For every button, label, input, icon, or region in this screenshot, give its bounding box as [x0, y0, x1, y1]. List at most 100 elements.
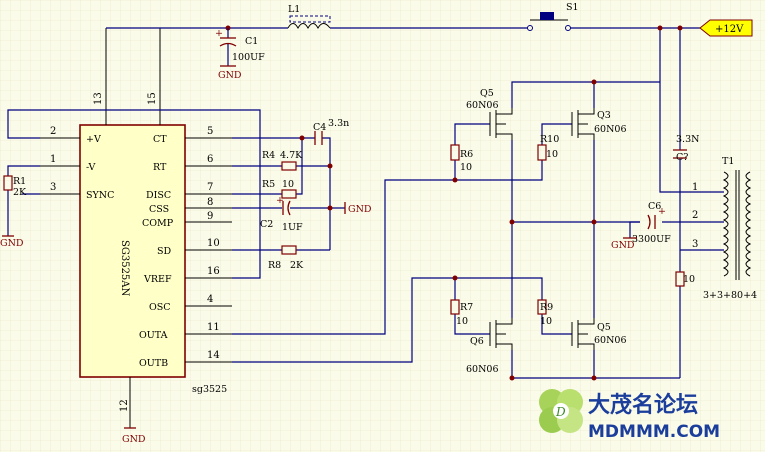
- ic-left-pins: 2 1 3 +V -V SYNC: [40, 126, 114, 201]
- ic-ref-label: sg3525: [192, 384, 227, 395]
- ic-gnd-label: GND: [122, 434, 146, 445]
- c1-plus: +: [215, 28, 223, 39]
- r5-label: R5: [262, 179, 275, 190]
- r10-label: R10: [540, 134, 559, 145]
- r5-value: 10: [282, 179, 294, 190]
- r1-gnd: GND: [0, 238, 24, 249]
- ic-bottom-pin: 12: [119, 377, 131, 428]
- r1-label: R1: [13, 176, 26, 187]
- pin-num-15: 15: [147, 92, 158, 105]
- ic-top-pins: 13 15: [93, 28, 161, 125]
- r4-value: 4.7K: [280, 150, 303, 161]
- s1-label: S1: [566, 2, 579, 13]
- c1-gnd: GND: [218, 70, 242, 81]
- r1-value: 2K: [13, 187, 27, 198]
- pin-name-vref: VREF: [143, 274, 172, 285]
- logo-letter: D: [555, 405, 566, 419]
- resistor-snubber[interactable]: 10: [675, 271, 695, 287]
- resistor-r6[interactable]: R6 10: [450, 144, 473, 173]
- c6-value: 3300UF: [632, 234, 671, 245]
- pin-num-16: 16: [207, 266, 220, 277]
- r7-value: 10: [456, 316, 468, 327]
- q5-label: Q5: [480, 88, 494, 99]
- capacitor-c2[interactable]: + C2 1UF: [260, 195, 303, 233]
- capacitor-c6[interactable]: C6 3300UF + GND: [611, 201, 671, 251]
- resistor-r5[interactable]: R5 10: [262, 179, 297, 199]
- pin-num-12: 12: [119, 399, 130, 412]
- c6-plus: +: [658, 206, 666, 217]
- resistor-r1[interactable]: R1 2K GND: [0, 175, 27, 249]
- r8-value: 2K: [290, 260, 304, 271]
- q5-value: 60N06: [466, 100, 499, 111]
- r10-value: 10: [546, 149, 558, 160]
- pin-num-13: 13: [93, 92, 104, 105]
- pin-name-ct: CT: [153, 134, 167, 145]
- csnub-value: 3.3N: [676, 134, 699, 145]
- c4-value: 3.3n: [328, 118, 349, 129]
- q5b-value: 60N06: [594, 335, 627, 346]
- pin-name-sd: SD: [157, 246, 172, 257]
- power-label: +12V: [715, 24, 744, 35]
- resistor-r9[interactable]: R9 10: [537, 299, 553, 327]
- pin-name--v: -V: [86, 162, 96, 173]
- wires: [7, 27, 724, 379]
- mosfet-q5-low[interactable]: Q5 60N06: [571, 318, 627, 350]
- pin-num-3: 3: [50, 182, 56, 193]
- power-port-12v[interactable]: +12V: [699, 19, 753, 37]
- junction-dots: [225, 25, 683, 381]
- pin-num-5: 5: [207, 126, 213, 137]
- c6-gnd: GND: [611, 240, 635, 251]
- watermark-url: MDMMM.COM: [588, 422, 720, 442]
- pin-name-css: CSS: [149, 204, 169, 215]
- r9-label: R9: [540, 302, 553, 313]
- gnd-label-c2: GND: [348, 204, 372, 215]
- pin-num-14: 14: [207, 350, 220, 361]
- csnub-label: C?: [676, 152, 688, 163]
- pin-num-11: 11: [207, 322, 220, 333]
- mosfet-q6[interactable]: Q6 60N06: [466, 318, 513, 375]
- ic-body: [79, 124, 186, 378]
- c4-label: C4: [313, 122, 326, 133]
- t1-pin-2: 2: [692, 210, 698, 221]
- inductor-l1[interactable]: L1: [287, 4, 331, 30]
- mosfet-q3[interactable]: Q3 60N06: [571, 108, 627, 140]
- c2-plus: +: [276, 195, 284, 206]
- r6-value: 10: [460, 162, 472, 173]
- q3-value: 60N06: [594, 124, 627, 135]
- q6-label: Q6: [470, 336, 484, 347]
- watermark-title: 大茂名论坛: [588, 392, 698, 418]
- capacitor-c-snubber[interactable]: 3.3N C?: [673, 134, 699, 163]
- r6-label: R6: [460, 149, 473, 160]
- pin-num-9: 9: [207, 211, 213, 222]
- gnd-symbol-c2: GND: [344, 202, 372, 215]
- switch-s1[interactable]: S1: [527, 2, 579, 31]
- t1-pin-1: 1: [692, 182, 698, 193]
- resistor-r8[interactable]: R8 2K: [268, 245, 304, 271]
- resistor-r7[interactable]: R7 10: [450, 299, 473, 327]
- pin-name-comp: COMP: [142, 218, 174, 229]
- clover-logo: D: [539, 389, 583, 433]
- pin-name-+v: +V: [86, 134, 101, 145]
- gnd-symbol-ic: GND: [122, 427, 146, 445]
- mosfet-q5-high[interactable]: Q5 60N06: [466, 88, 513, 140]
- capacitor-c4[interactable]: C4 3.3n: [313, 118, 349, 145]
- transformer-t1[interactable]: T1 1 2 3 3+3+80+4: [692, 156, 757, 301]
- pin-num-8: 8: [207, 197, 213, 208]
- capacitor-c1[interactable]: + C1 100UF GND: [215, 28, 265, 81]
- ic-part-label: SG3525AN: [119, 240, 130, 297]
- resistor-r10[interactable]: R10 10: [537, 134, 559, 161]
- rsnub-value: 10: [683, 274, 695, 285]
- t1-pin-3: 3: [692, 239, 698, 250]
- resistor-r4[interactable]: R4 4.7K: [262, 150, 303, 171]
- pin-num-10: 10: [207, 238, 220, 249]
- r4-label: R4: [262, 150, 275, 161]
- l1-label: L1: [288, 4, 300, 15]
- c1-value: 100UF: [232, 52, 265, 63]
- pin-name-sync: SYNC: [86, 190, 114, 201]
- ic-right-pins: 5 6 7 8 9 10 16 4 11 14 CT RT DISC CSS C…: [139, 126, 232, 369]
- q6-value: 60N06: [466, 364, 499, 375]
- r7-label: R7: [460, 302, 473, 313]
- r9-value: 10: [540, 316, 552, 327]
- ic-sg3525[interactable]: SG3525AN sg3525: [79, 124, 227, 395]
